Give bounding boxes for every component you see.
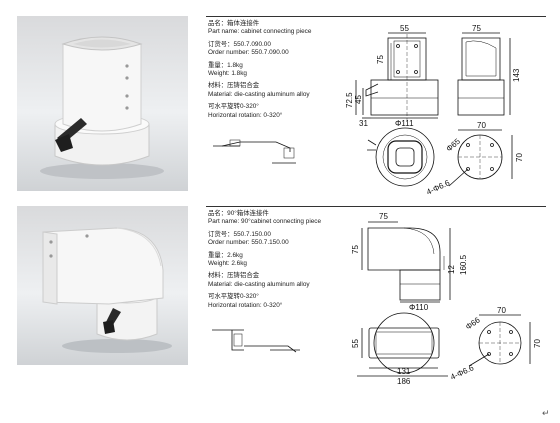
dim-70-top-2: 70 [497,306,506,315]
dim-70-side: 70 [515,153,524,162]
dim-75-side: 75 [376,55,385,64]
dim-55: 55 [400,24,409,33]
rotation-en-2: Horizontal rotation: 0-320° [208,301,283,309]
rotation-cn: 可水平旋转0-320° [208,103,259,111]
rotation-en: Horizontal rotation: 0-320° [208,111,283,119]
divider-2 [206,206,546,207]
order-number-cn-2: 订货号：550.7.150.00 [208,230,271,238]
weight-en: Weight: 1.8kg [208,69,247,77]
spec-block-2: 品名：90°箱体连接件 Part name: 90°cabinet connec… [208,210,321,310]
dim-72-5: 72.5 [345,92,354,108]
material-en-2: Material: die-casting aluminum alloy [208,280,310,288]
part-name-en: Part name: cabinet connecting piece [208,28,312,36]
cabinet-connector-90-illustration [42,227,172,353]
order-number-en-2: Order number: 550.7.150.00 [208,239,289,247]
weight-cn: 重量：1.8kg [208,61,243,69]
dim-phi-65: Φ65 [445,136,463,153]
part-name-en-2: Part name: 90°cabinet connecting piece [208,218,322,226]
dim-75-top: 75 [472,24,481,33]
dim-75-side-2: 75 [351,245,360,254]
weight-cn-2: 重量：2.6kg [208,251,243,259]
material-en: Material: die-casting aluminum alloy [208,90,310,98]
product-photo-1 [17,16,188,191]
material-cn-2: 材料：压铸铝合金 [208,272,260,280]
rotation-cn-2: 可水平旋转0-320° [208,293,259,301]
dim-186: 186 [397,377,411,386]
cabinet-connector-illustration [40,36,164,179]
dim-phi-111: Φ111 [395,119,414,128]
dim-143: 143 [512,68,521,82]
order-number-en: Order number: 550.7.090.00 [208,49,289,57]
dim-75-top-2: 75 [379,212,388,221]
dim-70-side-2: 70 [533,339,542,348]
dim-12: 12 [447,265,456,274]
part-name-cn: 品名：箱体连接件 [208,20,260,27]
weight-en-2: Weight: 2.6kg [208,259,247,267]
dim-55-2: 55 [351,339,360,348]
spec-block-1: 品名：箱体连接件 Part name: cabinet connecting p… [208,20,311,120]
divider-1 [206,16,546,17]
product-photo-2 [17,206,188,365]
dim-160-5: 160.5 [459,254,468,275]
dim-phi-110: Φ110 [409,303,429,312]
dim-holes-2: 4-Φ6.6 [449,363,476,382]
material-cn: 材料：压铸铝合金 [208,82,260,90]
dim-45: 45 [354,95,363,104]
paragraph-mark: ↵ [542,408,550,418]
part-name-cn-2: 品名：90°箱体连接件 [208,210,269,217]
order-number-cn: 订货号：550.7.090.00 [208,40,271,48]
dim-holes: 4-Φ6.6 [425,178,452,197]
dim-70-top: 70 [477,121,486,130]
dim-131: 131 [397,367,411,376]
dim-31: 31 [359,119,368,128]
dim-phi-66: Φ66 [464,315,482,331]
